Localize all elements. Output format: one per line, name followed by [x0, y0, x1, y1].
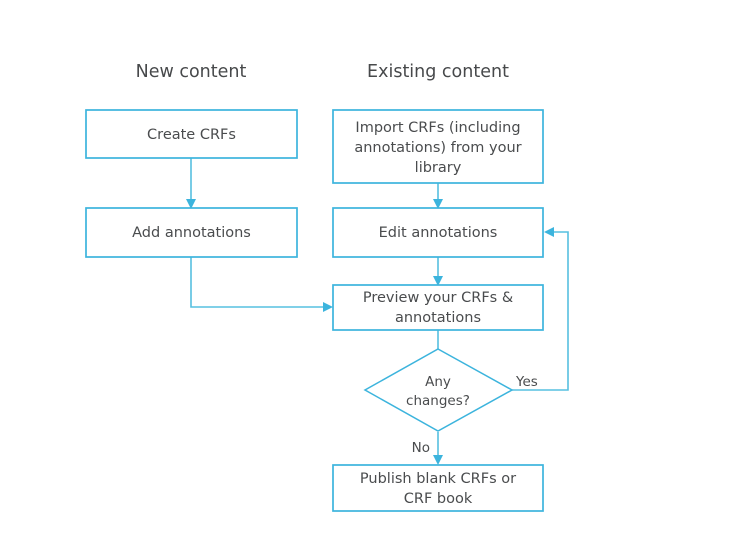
node-create-crfs-label: Create CRFs: [147, 127, 236, 143]
node-add-annotations[interactable]: Add annotations: [85, 207, 298, 258]
edge-import-to-edit: [433, 183, 443, 209]
edge-decision-yes-to-edit: [512, 227, 569, 391]
node-edit-annotations-label: Edit annotations: [379, 225, 498, 241]
edge-create-to-add: [186, 158, 196, 209]
edge-decision-no-to-publish: [433, 432, 443, 465]
node-publish-crfs-label-line1: Publish blank CRFs or: [360, 471, 516, 487]
node-import-crfs-label-line1: Import CRFs (including: [355, 120, 520, 136]
node-any-changes-label-line2: changes?: [406, 393, 470, 409]
column-heading-new-content: New content: [136, 62, 247, 82]
node-edit-annotations[interactable]: Edit annotations: [332, 207, 544, 258]
edge-edit-to-preview: [433, 257, 443, 286]
node-add-annotations-label: Add annotations: [132, 225, 251, 241]
node-any-changes-decision[interactable]: Any changes?: [363, 348, 514, 432]
node-import-crfs-label-line2: annotations) from your: [354, 140, 521, 156]
node-create-crfs[interactable]: Create CRFs: [85, 109, 298, 159]
column-heading-existing-content: Existing content: [367, 62, 509, 82]
edge-label-yes: Yes: [515, 374, 538, 390]
node-import-crfs-label-line3: library: [415, 160, 462, 176]
edge-add-to-preview: [190, 257, 333, 312]
node-preview-crfs-label-line1: Preview your CRFs &: [363, 290, 513, 306]
node-any-changes-label-line1: Any: [425, 374, 451, 390]
node-publish-crfs-label-line2: CRF book: [404, 491, 473, 507]
edge-label-no: No: [412, 440, 430, 456]
node-preview-crfs[interactable]: Preview your CRFs & annotations: [332, 284, 544, 331]
node-preview-crfs-label-line2: annotations: [395, 310, 481, 326]
node-import-crfs[interactable]: Import CRFs (including annotations) from…: [332, 109, 544, 184]
node-publish-crfs[interactable]: Publish blank CRFs or CRF book: [332, 464, 544, 512]
